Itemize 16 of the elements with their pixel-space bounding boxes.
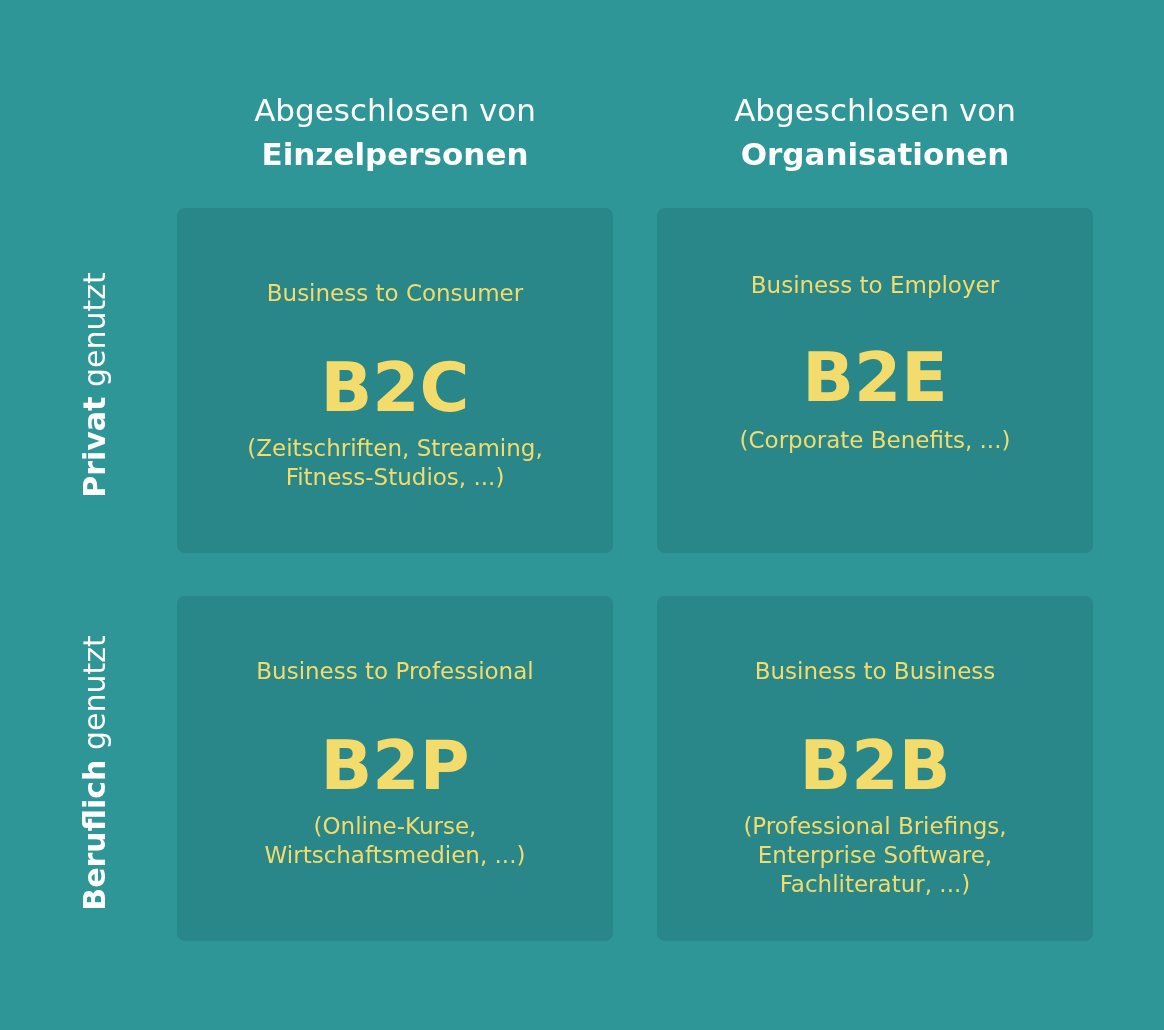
quadrant-subtitle: Business to Consumer [265,280,525,306]
quadrant-examples: (Corporate Benefits, ...) [738,426,1012,455]
column-header: Abgeschlosen von Einzelpersonen [253,91,537,174]
row-header: Privat genutzt [76,271,113,500]
row-header: Beruflich genutzt [76,634,113,913]
quadrant-examples: (Professional Briefings, Enterprise Software, Fachliteratur, ...) [742,812,1008,899]
quadrant-subtitle: Business to Business [753,658,997,684]
quadrant-code: B2C [319,348,471,428]
quadrant-code: B2P [319,726,471,806]
quadrant-subtitle: Business to Employer [749,272,1001,298]
quadrant-code: B2B [798,726,952,806]
quadrant-examples: (Zeitschriften, Streaming, Fitness-Studios, ...) [246,434,544,492]
column-header: Abgeschlosen von Organisationen [733,91,1017,174]
quadrant-subtitle: Business to Professional [255,658,535,684]
quadrant-examples: (Online-Kurse, Wirtschaftsmedien, ...) [263,812,527,870]
quadrant-code: B2E [801,338,949,418]
